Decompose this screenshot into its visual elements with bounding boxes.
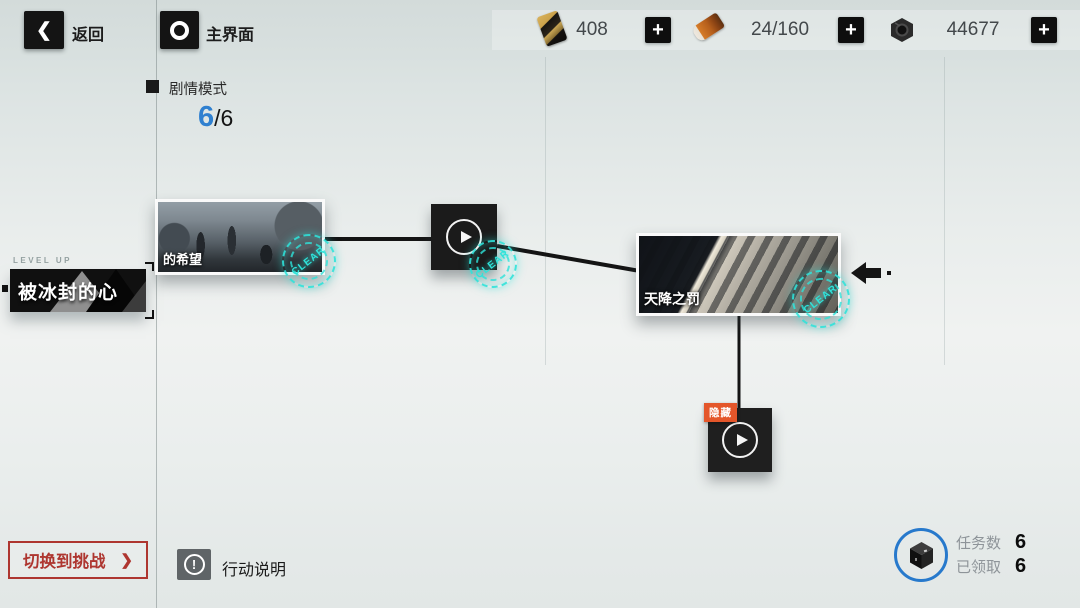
mode-label: 剧情模式 bbox=[169, 82, 227, 98]
banner-bracket-bottom-icon bbox=[145, 310, 154, 319]
chevron-right-icon: ❯ bbox=[120, 552, 133, 569]
back-chevron-icon: ❮ bbox=[36, 19, 52, 41]
stage-title: 的希望 bbox=[163, 252, 203, 267]
mode-square-icon bbox=[146, 80, 159, 93]
supply-box-icon bbox=[909, 541, 933, 569]
plus-icon: + bbox=[845, 19, 857, 41]
stage-node-middle[interactable]: CLEAR bbox=[431, 204, 521, 292]
stage-card-hope-art bbox=[158, 202, 322, 272]
stage-node-hidden[interactable]: 隐藏 bbox=[704, 403, 772, 472]
missions-count-label: 任务数 bbox=[956, 535, 1002, 552]
missions-claimed-label: 已领取 bbox=[956, 559, 1002, 576]
banner-bracket-top-icon bbox=[145, 262, 154, 271]
missions-count-value: 6 bbox=[1015, 531, 1027, 553]
current-stage-arrow-icon bbox=[851, 262, 891, 284]
plus-icon: + bbox=[652, 19, 664, 41]
switch-to-challenge-button[interactable]: 切换到挑战 ❯ bbox=[8, 541, 148, 579]
missions-count-row: 任务数 6 bbox=[956, 531, 1026, 555]
decor-line-right bbox=[944, 57, 945, 365]
currency-value-card: 408 bbox=[576, 19, 608, 40]
switch-to-challenge-label: 切换到挑战 bbox=[23, 553, 106, 571]
chapter-banner[interactable]: 被冰封的心 bbox=[10, 269, 146, 312]
exclamation-circle-icon: ! bbox=[183, 554, 205, 575]
main-menu-button[interactable] bbox=[160, 11, 199, 49]
banner-triangle-pattern bbox=[10, 269, 146, 312]
action-info-label: 行动说明 bbox=[222, 562, 287, 579]
stage-card-punishment[interactable]: 天降之罚 CLEAR bbox=[636, 233, 855, 333]
add-card-currency-button[interactable]: + bbox=[645, 17, 671, 43]
play-icon bbox=[446, 219, 482, 255]
add-battery-currency-button[interactable]: + bbox=[838, 17, 864, 43]
progress-current: 6 bbox=[198, 101, 215, 133]
progress-total: /6 bbox=[214, 105, 234, 131]
main-menu-circle-icon bbox=[170, 20, 189, 40]
back-label: 返回 bbox=[72, 27, 105, 44]
decor-line-left bbox=[545, 57, 546, 365]
missions-reward-button[interactable] bbox=[894, 528, 948, 582]
cog-currency-icon bbox=[888, 16, 916, 44]
banner-left-marker-icon bbox=[2, 285, 8, 292]
missions-claimed-value: 6 bbox=[1015, 555, 1027, 577]
chapter-title: 被冰封的心 bbox=[18, 282, 119, 303]
action-info-button[interactable]: ! bbox=[177, 549, 211, 580]
currency-value-battery: 24/160 bbox=[750, 19, 810, 40]
stage-card-punishment-art bbox=[639, 236, 838, 313]
missions-claimed-row: 已领取 6 bbox=[956, 555, 1026, 579]
back-button[interactable]: ❮ bbox=[24, 11, 64, 49]
missions-summary: 任务数 6 已领取 6 bbox=[956, 531, 1026, 579]
stage-card-hope[interactable]: 的希望 CLEAR bbox=[155, 199, 341, 293]
mode-progress: 6/6 bbox=[198, 101, 233, 134]
hidden-tag-badge: 隐藏 bbox=[704, 403, 737, 422]
top-left-divider bbox=[156, 0, 157, 608]
level-up-label: LEVEL UP bbox=[13, 256, 72, 265]
add-cog-currency-button[interactable]: + bbox=[1031, 17, 1057, 43]
stage-title: 天降之罚 bbox=[644, 291, 700, 307]
main-menu-label: 主界面 bbox=[206, 27, 255, 44]
play-icon bbox=[722, 422, 758, 458]
plus-icon: + bbox=[1038, 19, 1050, 41]
currency-strip bbox=[492, 10, 1080, 50]
currency-value-cog: 44677 bbox=[946, 19, 1000, 40]
